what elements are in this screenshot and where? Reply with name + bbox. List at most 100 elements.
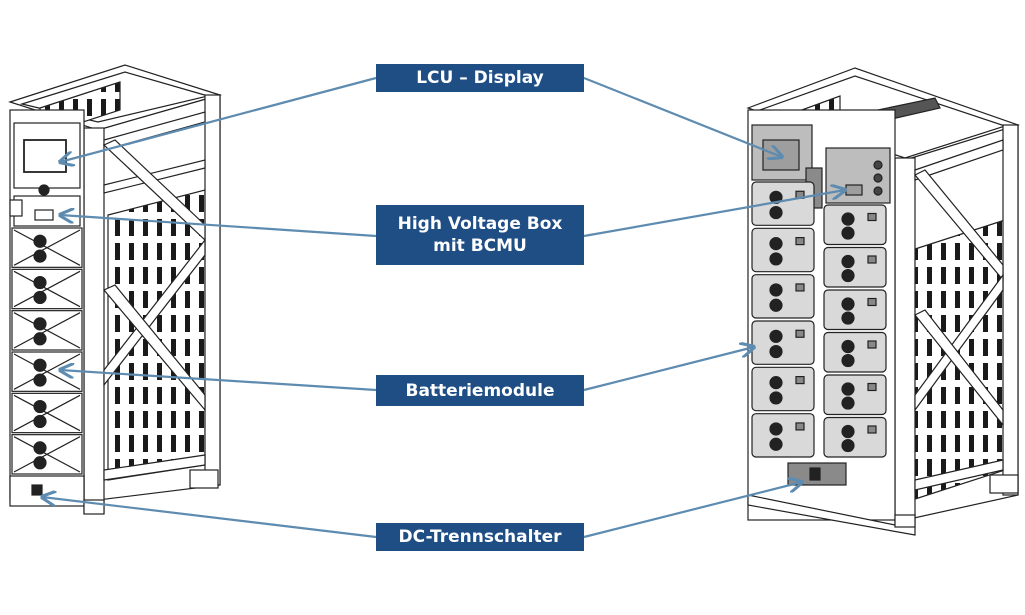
callout-line-batt-left [60,370,377,392]
battery-module-fan-icon [769,298,783,312]
right-battery-module [823,289,887,331]
callout-line-lcu-right [583,76,782,157]
battery-module-body [751,227,815,273]
callout-line-batt-right [583,347,754,392]
left-cabinet-illustration [8,64,223,515]
battery-module-fan-icon [33,332,47,346]
battery-module-fan-icon [841,311,855,325]
right-cabinet-rail [914,139,1004,181]
right-battery-module [751,181,815,226]
battery-module-strap [13,353,81,390]
left-battery-module [11,310,83,351]
battery-module-connector [795,376,805,385]
battery-module-connector [867,340,877,349]
left-cabinet-foot [189,469,219,489]
battery-module-fan-icon [769,237,783,251]
battery-module-fan-icon [33,317,47,331]
label-high-voltage-box-line1: High Voltage Box [397,214,563,234]
battery-module-body [751,413,815,458]
battery-module-fan-icon [33,456,47,470]
left-battery-module [11,392,83,434]
callout-line-dc-right [583,482,802,539]
battery-module-fan-icon [769,422,783,436]
right-cabinet-brace [914,273,1004,412]
battery-module-fan-icon [841,297,855,311]
battery-module-fan-icon [769,391,783,405]
right-cabinet-foot [894,514,916,528]
right-cabinet-brace [914,169,1004,282]
battery-module-connector [795,422,805,431]
battery-module-fan-icon [841,424,855,439]
left-battery-module [11,434,83,475]
battery-module-strap [13,229,81,266]
battery-module-body [823,204,887,246]
battery-module-body [751,366,815,412]
battery-module-fan-icon [841,339,855,354]
label-dc-disconnect-switch: DC-Trennschalter [376,523,584,551]
battery-module-fan-icon [33,373,47,387]
callout-line-dc-left [42,497,377,539]
battery-module-fan-icon [769,376,783,390]
left-cabinet-post-front [83,127,105,514]
right-hv-box-connector [873,186,883,196]
right-battery-module [823,374,887,416]
battery-module-fan-icon [769,252,783,266]
battery-module-fan-icon [769,344,783,359]
battery-module-body [823,246,887,288]
right-cabinet-post-front [894,157,916,524]
left-battery-module [11,227,83,268]
right-hv-box-connector [873,160,883,170]
label-dc-disconnect-switch-text: DC-Trennschalter [398,527,562,547]
battery-module-fan-icon [841,268,855,283]
battery-module-connector [795,237,805,246]
battery-module-strap [13,312,81,349]
label-battery-modules-text: Batteriemodule [405,380,555,401]
battery-module-body [751,274,815,319]
callout-line-hvb-left [60,215,377,238]
left-dc-switch [31,484,43,496]
left-hv-box-window [34,209,54,221]
battery-module-strap [13,394,81,432]
battery-module-fan-icon [769,283,783,297]
battery-module-body [823,331,887,373]
battery-module-connector [867,212,877,222]
battery-module-fan-icon [33,249,47,263]
battery-module-connector [867,425,877,434]
label-battery-modules: Batteriemodule [376,375,584,406]
battery-module-fan-icon [33,399,47,414]
right-cabinet-illustration [746,67,1020,536]
battery-module-fan-icon [841,382,855,396]
left-cabinet-brace [103,238,206,387]
right-battery-module [823,246,887,288]
battery-module-connector [795,329,805,338]
right-hv-box-window [845,184,863,196]
battery-module-fan-icon [841,396,855,410]
label-lcu-display-text: LCU – Display [416,68,544,88]
right-lcu-display-screen [762,139,800,171]
battery-module-fan-icon [841,212,855,226]
battery-module-body [823,374,887,416]
battery-module-fan-icon [841,226,855,240]
label-lcu-display: LCU – Display [376,64,584,92]
right-battery-module [823,204,887,246]
right-cabinet-brace [914,309,1004,427]
battery-module-connector [867,297,877,307]
right-cabinet-foot [989,474,1019,494]
left-cabinet-post-back [204,94,221,486]
callout-line-hvb-right [583,190,845,238]
battery-module-connector [795,283,805,292]
right-cabinet-post-back [1002,124,1019,496]
battery-module-fan-icon [769,190,783,204]
right-battery-module [823,331,887,373]
right-dc-switch-handle [809,467,821,481]
battery-module-fan-icon [33,441,47,455]
left-lcu-display-screen [23,139,67,173]
battery-module-fan-icon [769,205,783,220]
battery-module-fan-icon [841,254,855,269]
right-battery-module [751,366,815,412]
battery-module-fan-icon [769,437,783,451]
battery-module-body [751,320,815,365]
battery-module-connector [867,382,877,392]
right-hv-box-connector [873,173,883,183]
label-high-voltage-box-line2: mit BCMU [433,236,527,256]
